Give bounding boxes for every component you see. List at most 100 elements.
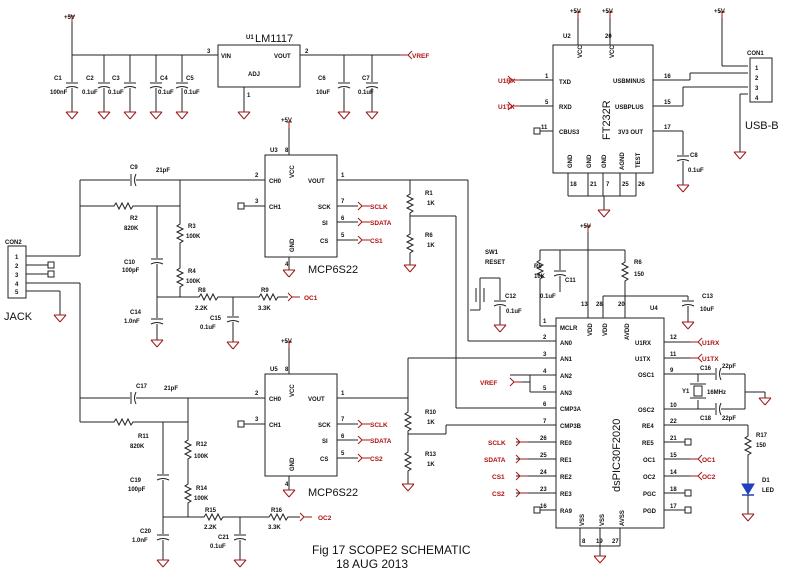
sdata-net-u5: SDATA xyxy=(370,438,392,445)
u3-pin4: 4 xyxy=(285,262,289,268)
oc1-net-right: OC1 xyxy=(702,457,716,464)
u4-oc2: OC2 xyxy=(643,475,656,481)
u4-pgc: PGC xyxy=(643,492,657,498)
u4-pin22: 22 xyxy=(670,419,677,425)
r17-ref: R17 xyxy=(756,433,768,439)
c17-ref: C17 xyxy=(136,384,148,390)
r5-val: 10K xyxy=(534,274,546,280)
r12-val: 100K xyxy=(194,454,209,460)
c4-val: 0.1uF xyxy=(158,90,174,96)
channel2-front-end xyxy=(79,341,556,568)
c20-ref: C20 xyxy=(140,529,152,535)
u4-pin10: 10 xyxy=(670,403,677,409)
con1-pin1: 1 xyxy=(755,66,759,72)
u4-pin15: 15 xyxy=(670,453,677,459)
r1-ref: R1 xyxy=(425,191,433,197)
c3-val: 0.1uF xyxy=(108,90,124,96)
u2-ref: U2 xyxy=(563,34,571,40)
u4-oc1: OC1 xyxy=(643,458,656,464)
u3-pin5: 5 xyxy=(341,233,345,239)
r13-ref: R13 xyxy=(425,452,437,458)
u4-re2: RE2 xyxy=(560,475,572,481)
u2-part: FT232R xyxy=(601,100,613,140)
u4-cmp3b: CMP3B xyxy=(560,424,582,430)
c5-val: 0.1uF xyxy=(184,90,200,96)
c18-ref: C18 xyxy=(700,416,712,422)
u4-pin24: 24 xyxy=(540,470,547,476)
sdata-net-u3: SDATA xyxy=(370,220,392,227)
u4-pgd: PGD xyxy=(643,509,657,515)
u4-pin7: 7 xyxy=(543,419,547,425)
u2-txd: TXD xyxy=(559,80,572,86)
u1-pin-out: 2 xyxy=(305,49,309,55)
u4-pin21: 21 xyxy=(670,436,677,442)
u5-pin7: 7 xyxy=(341,417,345,423)
u5-sck: SCK xyxy=(318,423,331,429)
u2-usbplus: USBPLUS xyxy=(615,105,644,111)
u5-ref: U5 xyxy=(270,367,278,373)
r4-ref: R4 xyxy=(188,269,196,275)
u3-vout: VOUT xyxy=(308,179,325,185)
d1-val: LED xyxy=(762,488,775,494)
con2-pin3: 3 xyxy=(15,273,19,279)
c16-val: 22pF xyxy=(722,364,736,370)
reset-label: RESET xyxy=(485,260,505,266)
u4-vdd-2: VDD xyxy=(603,323,609,336)
c7-val: 0.1uF xyxy=(358,90,374,96)
u1-part: LM1117 xyxy=(255,33,293,45)
r13-val: 1K xyxy=(427,462,435,468)
c12-ref: C12 xyxy=(505,294,517,300)
r2-val: 820K xyxy=(124,226,139,232)
u4-pin4: 4 xyxy=(543,369,547,375)
u2-pin25: 25 xyxy=(622,182,629,188)
u4-pin9: 9 xyxy=(670,368,674,374)
c15-val: 0.1uF xyxy=(200,325,216,331)
v5-label-7: +5V xyxy=(580,224,591,230)
channel1-front-end xyxy=(80,121,556,409)
u4-osc2: OSC2 xyxy=(638,408,655,414)
u2-vcc-2: VCC xyxy=(610,45,616,58)
c8-val: 0.1uF xyxy=(688,168,704,174)
c4-ref: C4 xyxy=(160,76,168,82)
u4-an1: AN1 xyxy=(560,357,573,363)
r10-ref: R10 xyxy=(425,410,437,416)
u1-pin-in: 3 xyxy=(207,49,211,55)
u4-pin13: 13 xyxy=(581,302,588,308)
u5-ch1: CH1 xyxy=(269,423,282,429)
u1tx-net-right: U1TX xyxy=(702,356,719,363)
r6-ref: R6 xyxy=(634,260,642,266)
u3-si: SI xyxy=(322,221,328,227)
c14-ref: C14 xyxy=(130,310,142,316)
u2-pin5: 5 xyxy=(545,100,549,106)
u3-pin1: 1 xyxy=(341,173,345,179)
r2-ref: R2 xyxy=(130,216,138,222)
u4-ra9: RA9 xyxy=(560,509,573,515)
c6-val: 10uF xyxy=(316,90,330,96)
c1-ref: C1 xyxy=(54,76,62,82)
u1-adj: ADJ xyxy=(248,72,260,78)
r9-val: 3.3K xyxy=(258,306,271,312)
u3-part: MCP6S22 xyxy=(308,264,358,276)
v5-label-1: +5V xyxy=(64,15,75,21)
crystal-section xyxy=(690,367,772,416)
u4-re4: RE4 xyxy=(642,424,654,430)
u5-si: SI xyxy=(322,439,328,445)
u3-pin8: 8 xyxy=(285,148,289,154)
r17-val: 150 xyxy=(756,443,767,449)
oc2-net-left: OC2 xyxy=(318,515,332,522)
u5-part: MCP6S22 xyxy=(308,487,358,499)
u2-gnd-1: GND xyxy=(568,154,574,168)
u3-ch1: CH1 xyxy=(269,205,282,211)
u4-pin14: 14 xyxy=(670,470,677,476)
u4-cmp3a: CMP3A xyxy=(560,407,582,413)
c12-val: 0.1uF xyxy=(506,309,522,315)
u3-cs: CS xyxy=(320,239,328,245)
u4-pin2: 2 xyxy=(543,335,547,341)
d1-ref: D1 xyxy=(762,478,770,484)
u4-pin3: 3 xyxy=(543,352,547,358)
con1-pin4: 4 xyxy=(755,96,759,102)
con2-ref: CON2 xyxy=(5,240,22,246)
u4-vss-1: VSS xyxy=(580,514,586,526)
vref-net-top: VREF xyxy=(412,53,429,60)
